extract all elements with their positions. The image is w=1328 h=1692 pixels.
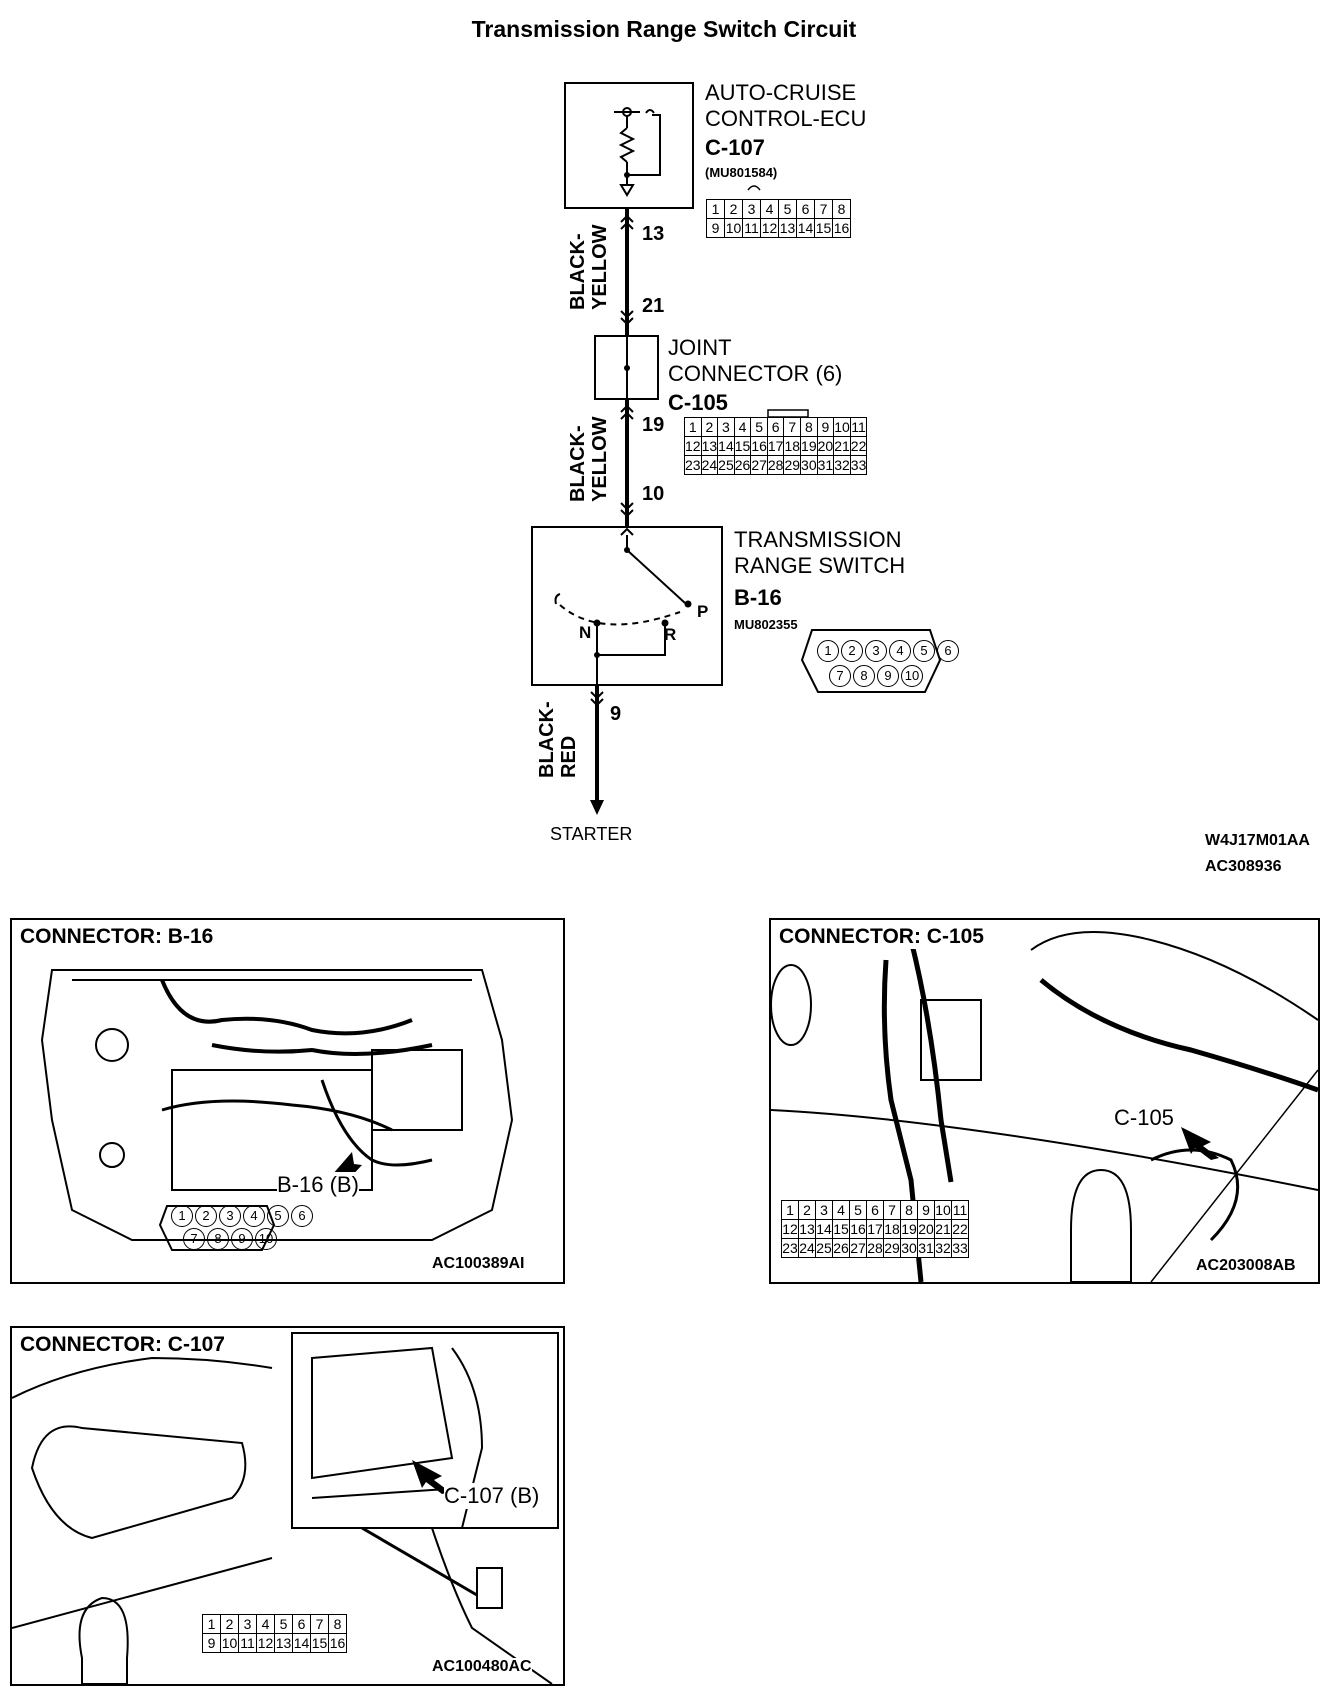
wire2-pin-top: 19 (642, 414, 665, 436)
switch-connector-code: B-16 (734, 585, 782, 610)
panel-c107-footer: AC100480AC (432, 1658, 532, 1676)
panel-c105-footer: AC203008AB (1196, 1257, 1296, 1275)
ecu-connector-code: C-107 (705, 135, 765, 160)
panel-b16-footer: AC100389AI (432, 1255, 525, 1272)
ecu-part-number: (MU801584) (705, 165, 778, 180)
joint-name-line2: CONNECTOR (6) (668, 361, 843, 386)
panel-c107-callout: C-107 (B) (444, 1483, 540, 1509)
wire2-color-line2: YELLOW (589, 416, 611, 502)
engine-bay-illustration (40, 969, 514, 1251)
wire3-color-line1: BLACK- (536, 701, 558, 778)
joint-name-line1: JOINT (668, 335, 732, 360)
starter-label: STARTER (550, 824, 633, 844)
wire2-pin-bottom: 10 (642, 483, 665, 505)
switch-name-line2: RANGE SWITCH (734, 553, 906, 578)
ecu-name-line2: CONTROL-ECU (705, 106, 867, 131)
page-title: Transmission Range Switch Circuit (471, 16, 857, 42)
panel-b16-title: CONNECTOR: B-16 (20, 925, 214, 949)
wire3-color-line2: RED (558, 735, 580, 778)
panel-c105-title: CONNECTOR: C-105 (779, 925, 984, 949)
reference-code-1: W4J17M01AA (1205, 832, 1310, 849)
wire1-pin-bottom: 21 (642, 295, 665, 317)
reference-code-2: AC308936 (1205, 858, 1282, 875)
console-illustration (12, 1332, 559, 1684)
wire3-pin: 9 (610, 703, 622, 725)
panel-c107-title: CONNECTOR: C-107 (20, 1333, 225, 1357)
circuit-schematic (531, 82, 942, 815)
dashboard-harness-illustration (771, 931, 1318, 1282)
switch-position-r: R (664, 625, 677, 644)
joint-connector-code: C-105 (668, 390, 728, 415)
ecu-name-line1: AUTO-CRUISE (705, 80, 857, 105)
wire1-color-line2: YELLOW (589, 224, 611, 310)
switch-name-line1: TRANSMISSION (734, 527, 902, 552)
wire1-pin-top: 13 (642, 223, 665, 245)
switch-position-n: N (579, 623, 592, 642)
switch-position-p: P (697, 602, 709, 621)
wire1-color-line1: BLACK- (567, 233, 589, 310)
panel-c105-callout: C-105 (1114, 1105, 1174, 1131)
panel-b16-callout: B-16 (B) (277, 1172, 359, 1198)
wire2-color-line1: BLACK- (567, 425, 589, 502)
switch-part-number: MU802355 (734, 617, 798, 632)
